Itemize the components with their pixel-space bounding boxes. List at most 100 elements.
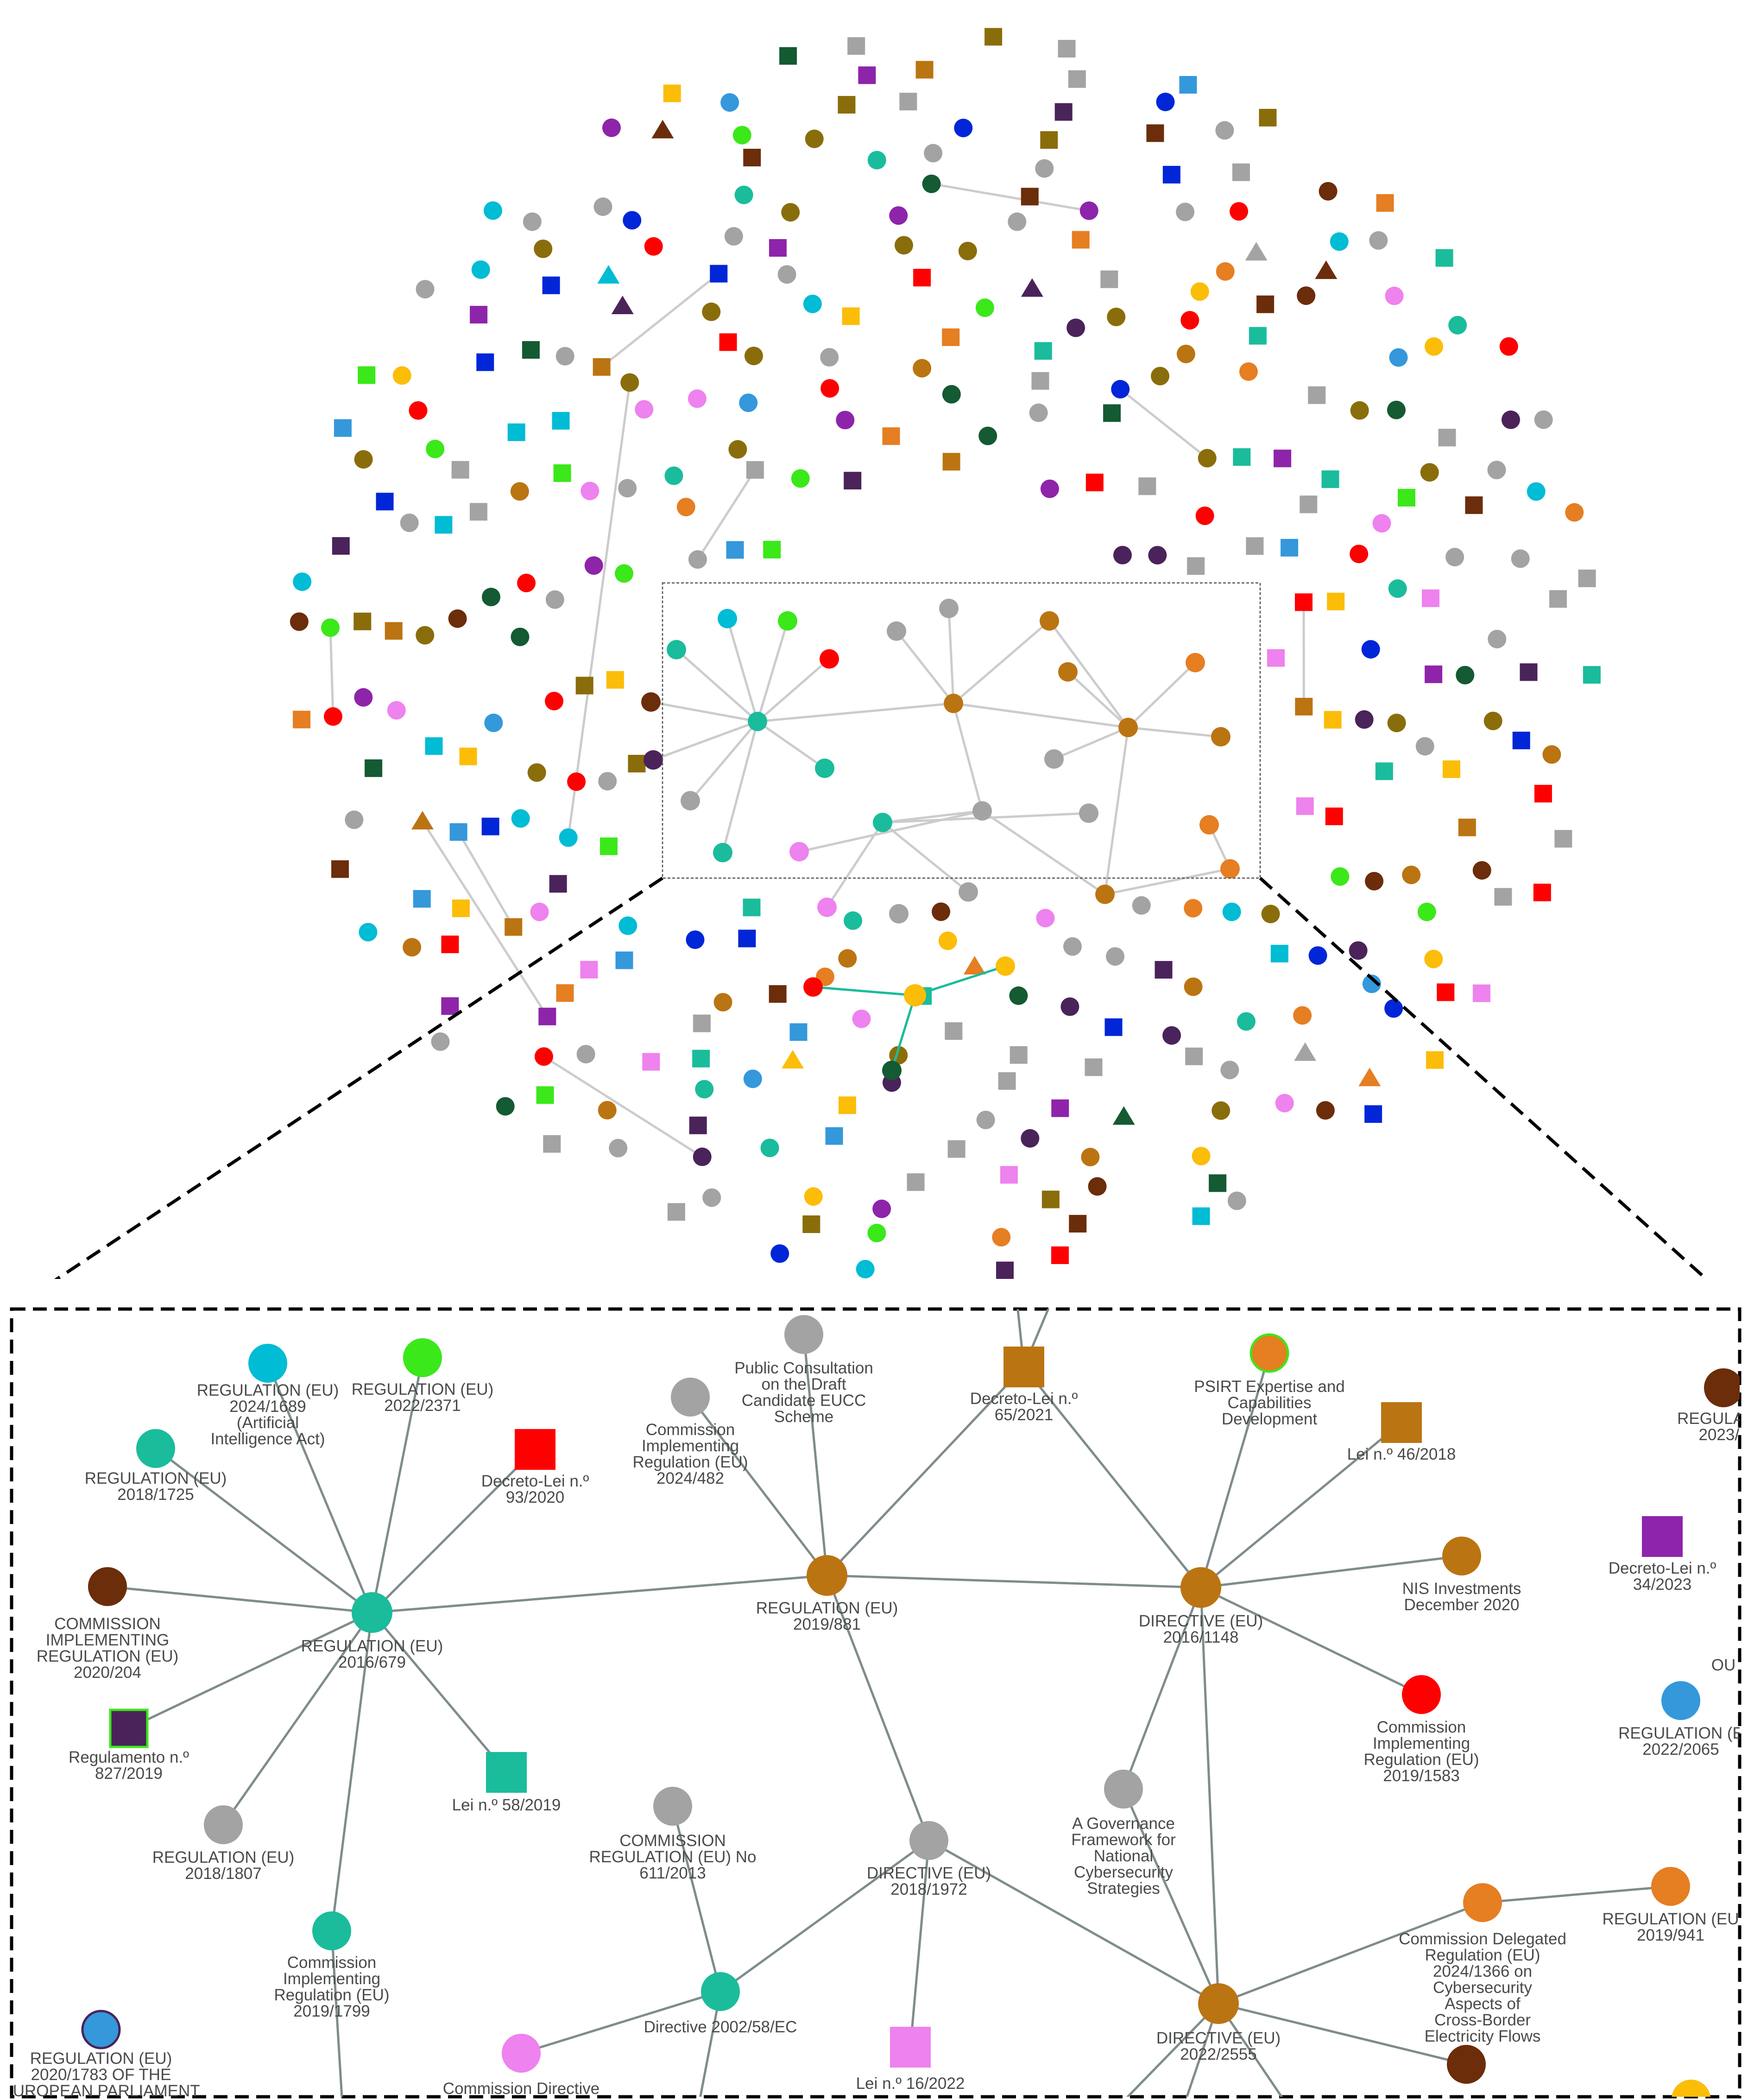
overview-node — [1487, 461, 1506, 480]
node-label-line: REGULATION (EU) — [85, 1469, 227, 1487]
node-label-n18: DIRECTIVE (EU)2016/1148 — [1139, 1612, 1263, 1646]
node-label-line: Framework for — [1071, 1831, 1176, 1849]
node-n21 — [1704, 1368, 1740, 1407]
node-label-line: 65/2021 — [995, 1406, 1054, 1424]
overview-node — [431, 1032, 450, 1051]
overview-node — [510, 482, 529, 501]
overview-node — [354, 688, 373, 707]
node-n26 — [1104, 1770, 1143, 1809]
overview-node — [471, 260, 490, 279]
overview-node — [552, 412, 570, 430]
overview-node — [1103, 404, 1121, 422]
node-label-line: Cybersecurity — [1074, 1863, 1173, 1881]
node-label-line: December 2020 — [1404, 1596, 1519, 1614]
node-label-line: Regulamento n.º — [69, 1748, 189, 1766]
node-label-line: 2024/1366 on — [1433, 1962, 1532, 1980]
overview-node — [689, 1116, 707, 1134]
overview-node — [702, 302, 721, 321]
node-label-line: REGULATION (EU) — [152, 1848, 295, 1866]
node-n29 — [890, 2027, 931, 2068]
overview-node — [517, 574, 536, 593]
overview-node — [1227, 1191, 1246, 1210]
overview-node — [1259, 108, 1277, 127]
node-label-line: Scheme — [774, 1408, 833, 1426]
node-label-line: Intelligence Act) — [210, 1430, 325, 1448]
overview-node — [738, 930, 756, 948]
node-label-line: (Artificial — [237, 1414, 299, 1432]
overview-node — [778, 611, 797, 631]
overview-edge — [826, 822, 884, 908]
overview-node — [1261, 905, 1280, 923]
overview-node — [642, 1053, 660, 1071]
overview-edge — [457, 831, 515, 928]
node-label-line: 34/2023 — [1633, 1575, 1692, 1594]
edge-n18-n26 — [1122, 1587, 1202, 1790]
overview-node — [688, 550, 707, 569]
overview-node — [803, 294, 822, 313]
overview-node — [523, 212, 542, 231]
edge-n31-n32 — [1482, 1885, 1671, 1904]
edge-n6-n5 — [107, 1585, 372, 1614]
node-label-line: Public Consultation — [734, 1359, 873, 1377]
overview-node — [1465, 496, 1483, 514]
node-label-line: REGULATION (EU) — [37, 1647, 179, 1665]
overview-node — [576, 1044, 595, 1063]
overview-node — [623, 211, 642, 230]
overview-node — [805, 129, 824, 148]
overview-node — [872, 1199, 891, 1218]
edge-n6-n7 — [128, 1611, 373, 1730]
overview-node — [1111, 380, 1130, 398]
overview-node — [1246, 537, 1264, 555]
edge-n18-n20 — [1200, 1586, 1422, 1696]
node-label-line: DIRECTIVE (EU) — [1156, 2029, 1281, 2047]
overview-edge — [1104, 867, 1231, 896]
overview-node — [1105, 947, 1124, 966]
node-n4 — [515, 1429, 555, 1470]
overview-node — [734, 185, 753, 204]
overview-node — [1389, 348, 1408, 367]
overview-node — [1417, 902, 1436, 921]
overview-node — [899, 93, 917, 111]
node-label-line: REGULATION (EU) No — [589, 1848, 756, 1866]
node-label-line: 827/2019 — [95, 1765, 163, 1783]
overview-node — [1009, 986, 1028, 1005]
node-n34 — [1672, 2080, 1710, 2097]
overview-node — [1424, 949, 1443, 968]
overview-node — [1233, 448, 1251, 466]
overview-node — [713, 993, 732, 1012]
overview-node — [922, 174, 941, 193]
overview-node — [945, 1022, 963, 1040]
zoom-selection-box — [662, 582, 1261, 879]
node-label-line: 2019/881 — [793, 1615, 861, 1633]
overview-node — [644, 750, 663, 770]
overview-edge — [721, 721, 759, 853]
overview-edge — [947, 608, 955, 704]
overview-node — [719, 333, 737, 351]
edge-n27-n24 — [671, 1806, 722, 1992]
node-label-line: Implementing — [1373, 1734, 1470, 1752]
overview-node — [1350, 544, 1369, 563]
overview-node — [332, 537, 350, 555]
overview-node — [1232, 163, 1250, 181]
overview-edge — [329, 627, 334, 717]
node-label-line: NIS Investments — [1402, 1580, 1521, 1598]
node-label-line: 2018/1725 — [117, 1486, 194, 1504]
overview-node — [409, 401, 428, 420]
overview-node — [1308, 386, 1326, 404]
overview-node — [1162, 165, 1180, 183]
overview-node — [580, 961, 598, 979]
overview-node — [1079, 201, 1098, 220]
overview-node — [1256, 295, 1275, 313]
overview-node — [469, 503, 487, 521]
overview-node — [1297, 286, 1316, 305]
node-n25 — [909, 1821, 948, 1860]
node-label-line: Lei n.º 16/2022 — [856, 2075, 965, 2093]
overview-node — [1212, 1101, 1231, 1120]
overview-node — [385, 622, 403, 640]
overview-node — [538, 1007, 556, 1025]
overview-edge — [915, 965, 1006, 997]
